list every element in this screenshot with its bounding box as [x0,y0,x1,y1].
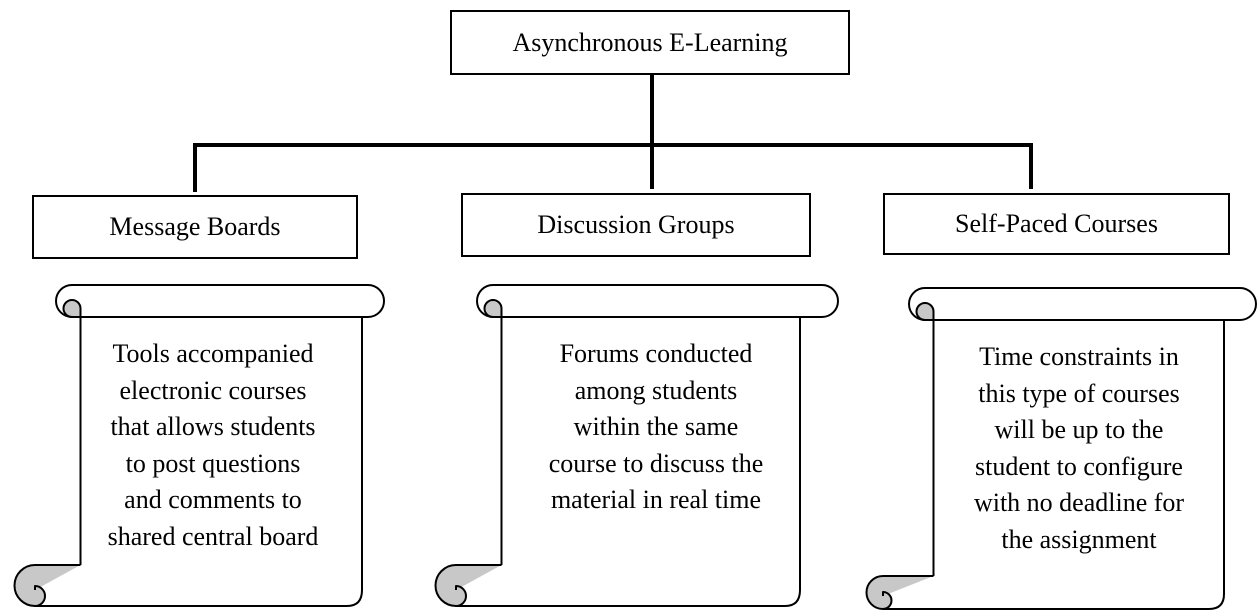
connector-lines [193,74,1033,192]
root-node-box: Asynchronous E-Learning [450,10,850,75]
category-label: Discussion Groups [537,210,735,239]
scroll-top-curl [483,299,503,318]
description-line: Forums conducted [559,339,753,368]
scroll-top-band [908,287,1257,321]
scroll-top-curl [62,299,82,318]
description-line: course to discuss the [548,448,764,478]
description-line: the assignment [1001,524,1157,554]
category-label: Message Boards [109,212,281,241]
description-line: electronic courses [119,375,307,405]
category-label: Self-Paced Courses [955,209,1158,238]
scroll-bottom-curl [865,575,934,610]
scroll-body [35,301,363,607]
description-line: this type of courses [978,378,1180,408]
category-box-discussion-groups: Discussion Groups [461,193,811,257]
scroll-message-boards [13,284,385,607]
description-self-paced-courses: Time constraints in this type of courses… [924,339,1234,559]
description-line: will be up to the [994,415,1164,445]
description-line: material in real time [550,485,762,515]
scroll-bottom-curl [13,564,81,607]
description-line: Tools accompanied [112,339,314,368]
category-box-message-boards: Message Boards [32,195,358,259]
description-discussion-groups: Forums conducted among students within t… [496,336,816,519]
description-line: within the same [573,412,739,442]
scroll-top-curl [915,302,935,321]
scroll-top-band [476,284,839,318]
scroll-body [456,301,801,607]
scroll-body [883,304,1225,610]
description-line: with no deadline for [973,488,1185,518]
scroll-bottom-curl [434,564,502,607]
root-node-label: Asynchronous E-Learning [512,27,788,57]
description-line: among students [574,375,738,405]
description-line: that allows students [110,412,316,442]
scroll-self-paced-courses [865,287,1257,610]
description-line: Time constraints in [979,342,1179,371]
description-line: to post questions [125,448,301,478]
scroll-top-band [55,284,385,318]
description-line: student to configure [975,451,1183,481]
scroll-discussion-groups [434,284,839,607]
description-line: shared central board [107,521,319,551]
description-line: and comments to [124,485,302,515]
category-box-self-paced-courses: Self-Paced Courses [883,193,1230,255]
description-message-boards: Tools accompanied electronic courses tha… [58,336,368,556]
